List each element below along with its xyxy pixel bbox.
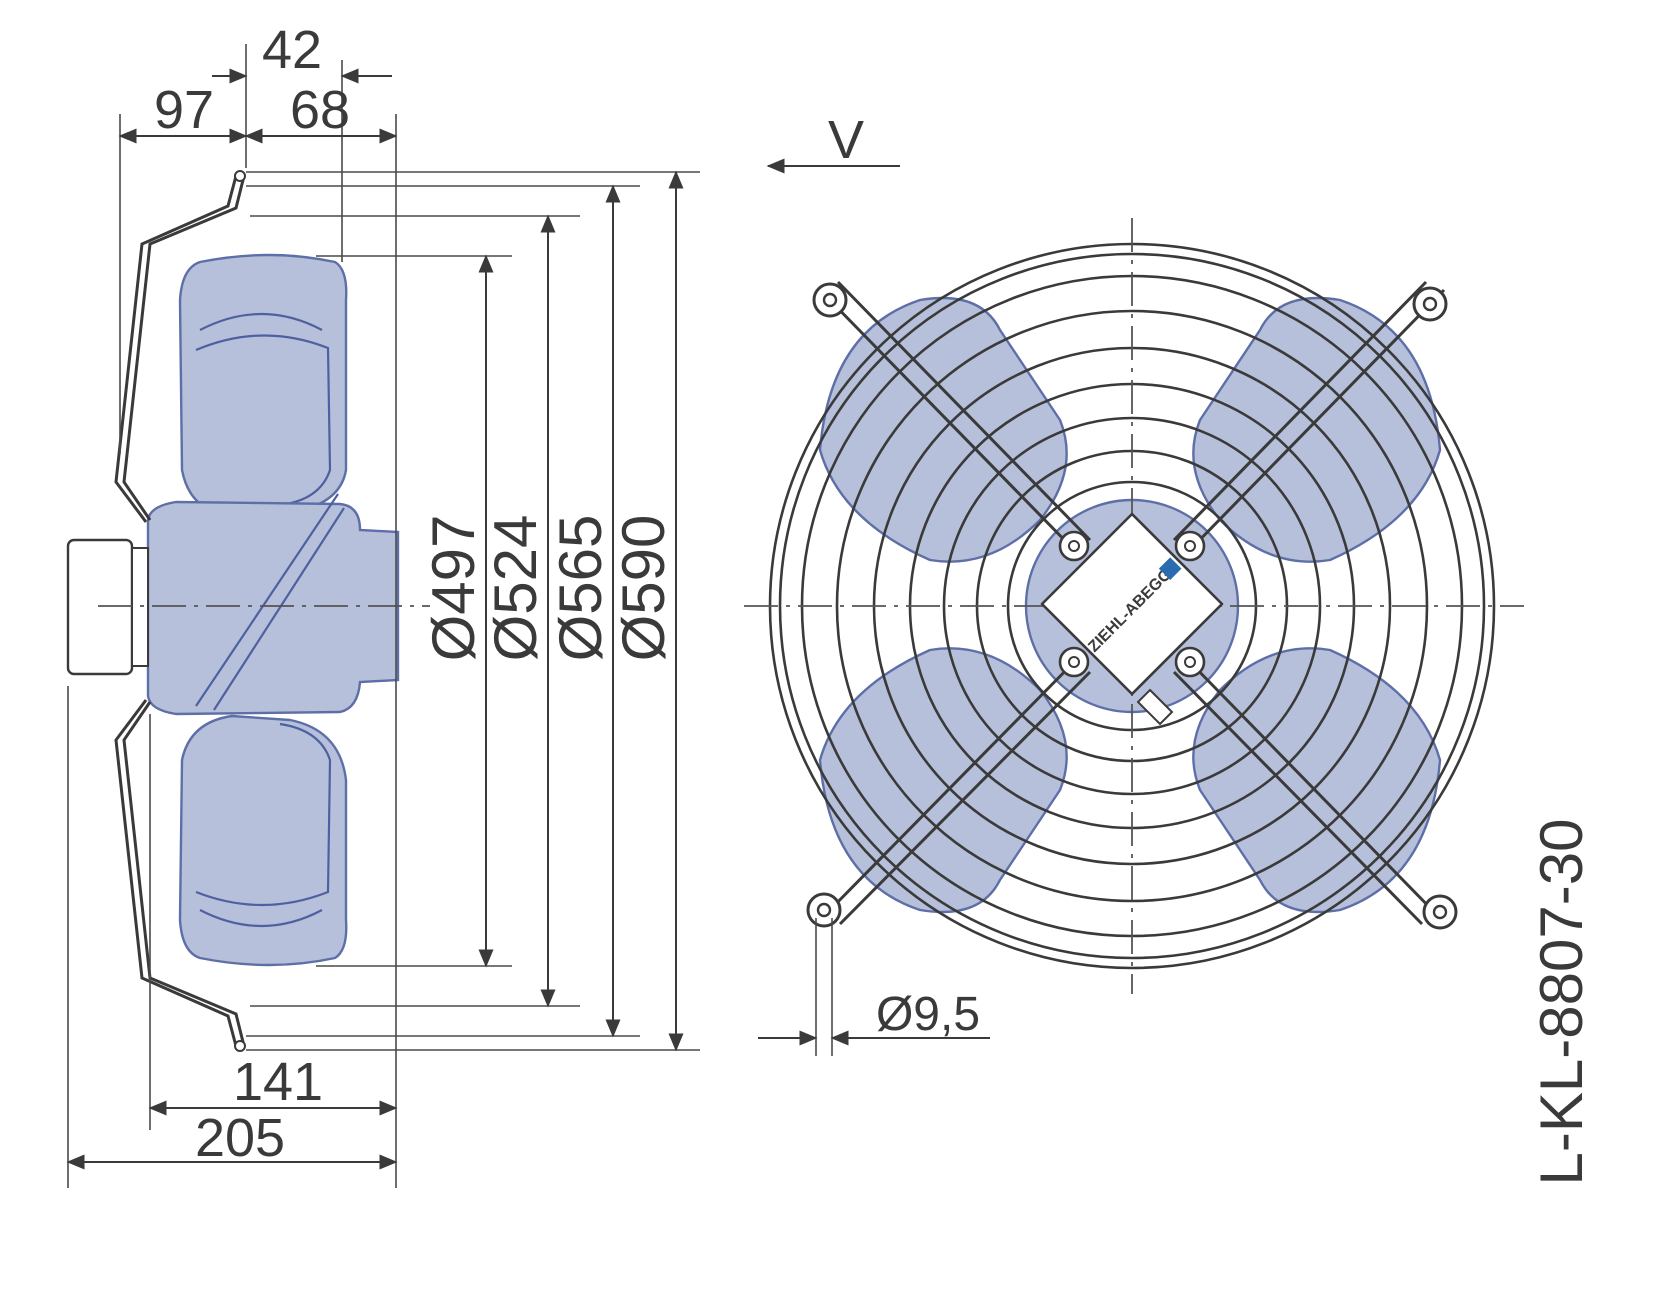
dim-141-label: 141 [233, 1052, 323, 1112]
dim-97-label: 97 [154, 80, 214, 140]
lower-blade-detail-2 [195, 722, 332, 907]
hub-bolt-tl-inner [1068, 540, 1080, 552]
drawing-id: L-KL-8807-30 [1528, 819, 1595, 1186]
strut-tl-2 [836, 280, 1092, 542]
strut-bl [820, 654, 1082, 920]
dim-d565-label: Ø565 [547, 515, 614, 662]
view-arrow-label: V [828, 110, 864, 170]
hub-bolt-bl-inner [1068, 656, 1080, 668]
mount-hole-tl-inner [822, 292, 838, 308]
hub-seam [195, 493, 339, 707]
lower-blade [178, 714, 348, 967]
guard-tip-bottom [234, 1040, 246, 1052]
strut-bl-2 [838, 670, 1092, 926]
hub-bolts [1058, 530, 1206, 678]
blade-top-right [1192, 296, 1442, 563]
dim-205-label: 205 [195, 1108, 285, 1168]
guard-ring-outer-2 [778, 252, 1486, 960]
blade-bottom-right [1192, 647, 1442, 914]
strut-br [1182, 654, 1442, 920]
guard-ring-2 [835, 309, 1429, 903]
mount-hole-tr-inner [1422, 296, 1438, 312]
guard-wire-upper-2 [114, 175, 238, 523]
dim-hole-label: Ø9,5 [876, 988, 980, 1041]
upper-blade-detail [199, 312, 323, 331]
guard-ring-5 [942, 416, 1322, 796]
lower-blade-detail [199, 909, 323, 928]
guard-wire-lower-2 [114, 699, 238, 1047]
guard-tip-top [234, 170, 246, 182]
side-view: 42 97 68 141 205 Ø497 Ø524 Ø565 Ø590 [66, 20, 700, 1188]
terminal-box [66, 538, 134, 676]
hub-seam-2 [213, 507, 345, 711]
dim-d590-label: Ø590 [610, 515, 677, 662]
mount-hole-bl-inner [816, 902, 832, 918]
dim-d524-label: Ø524 [482, 515, 549, 662]
upper-blade-detail-2 [195, 334, 332, 507]
upper-blade [178, 253, 348, 518]
strut-tr-2 [1172, 280, 1428, 542]
cable-gland [1136, 688, 1174, 726]
strut-tl [818, 288, 1082, 558]
front-terminal-box: ZIEHL-ABEGG [1040, 512, 1224, 726]
dim-d497-label: Ø497 [420, 515, 487, 662]
dim-42-label: 42 [262, 20, 322, 80]
hub-bolt-br-inner [1184, 656, 1196, 668]
strut-tr [1182, 288, 1446, 558]
hub-bolt-tr-inner [1184, 540, 1196, 552]
terminal-box-flange [131, 547, 149, 667]
terminal-box-front [1040, 512, 1224, 696]
front-view: V [744, 110, 1524, 1056]
dim-68-label: 68 [290, 80, 350, 140]
motor-hub [146, 500, 400, 716]
mounting-holes [806, 282, 1458, 930]
guard-wire-upper [122, 175, 246, 521]
mount-hole-br-inner [1432, 904, 1448, 920]
guard-struts [818, 280, 1446, 926]
strut-br-2 [1172, 670, 1424, 926]
